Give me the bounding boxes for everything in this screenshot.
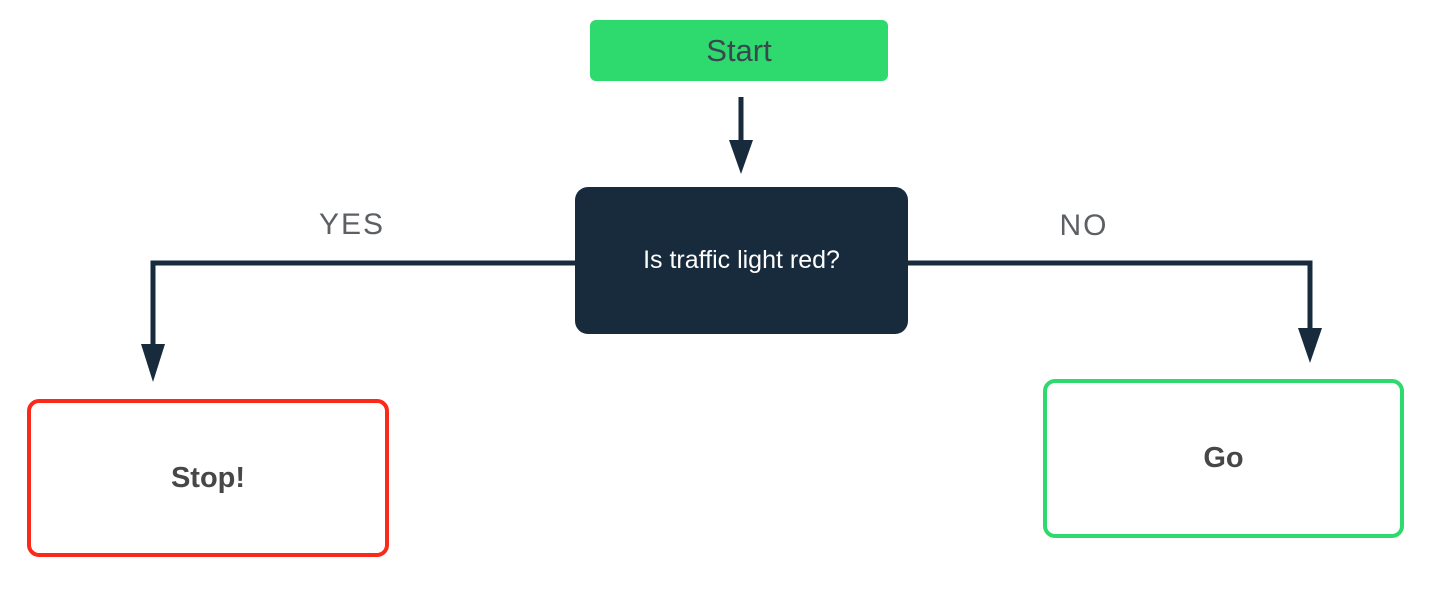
node-go: Go: [1043, 379, 1404, 538]
edge-decision-to-stop: [141, 260, 575, 382]
arrowhead-down-icon: [1298, 328, 1322, 363]
connector-line: [908, 260, 1313, 330]
edge-label-no: NO: [1059, 209, 1109, 242]
node-stop: Stop!: [27, 399, 389, 557]
arrowhead-down-icon: [141, 344, 165, 382]
node-decision: Is traffic light red?: [575, 187, 908, 334]
connector-line: [150, 260, 575, 346]
node-stop-label: Stop!: [170, 461, 246, 494]
node-start-label: Start: [706, 32, 772, 68]
node-go-label: Go: [1203, 442, 1244, 474]
edge-decision-to-go: [908, 260, 1322, 363]
edge-label-yes: YES: [318, 208, 386, 241]
edge-start-to-decision: [729, 97, 753, 174]
arrowhead-down-icon: [729, 140, 753, 174]
node-decision-label: Is traffic light red?: [643, 246, 840, 274]
node-start: Start: [590, 20, 888, 81]
